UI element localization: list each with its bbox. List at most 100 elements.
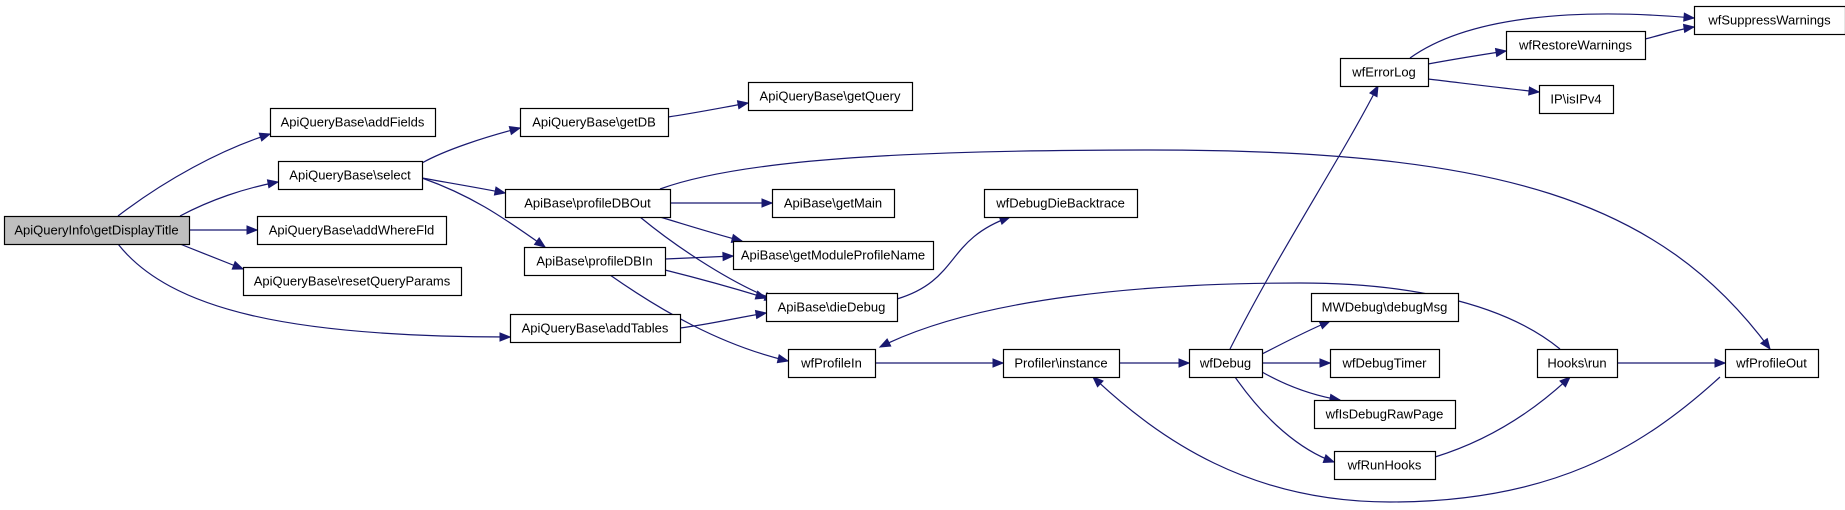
node-wfRunHooks[interactable]: wfRunHooks xyxy=(1333,450,1437,481)
node-box xyxy=(1310,292,1460,323)
node-box xyxy=(256,215,448,246)
edge-line xyxy=(1234,376,1335,463)
edge-root-to-addWhereFld xyxy=(189,225,259,235)
edge-line xyxy=(659,149,1771,350)
node-label: wfIsDebugRawPage xyxy=(1325,407,1444,422)
arrowhead xyxy=(231,260,245,270)
node-label: ApiQueryBase\getQuery xyxy=(760,89,901,104)
node-label: ApiQueryInfo\getDisplayTitle xyxy=(14,223,178,238)
node-addFields[interactable]: ApiQueryBase\addFields xyxy=(269,107,437,138)
node-box xyxy=(1536,348,1619,379)
node-label: wfErrorLog xyxy=(1351,65,1416,80)
node-box xyxy=(1505,30,1647,61)
node-addTables[interactable]: ApiQueryBase\addTables xyxy=(509,313,682,344)
edge-wfRunHooks-to-hooksRun xyxy=(1434,376,1571,458)
node-label: wfDebug xyxy=(1199,356,1251,371)
node-getQuery[interactable]: ApiQueryBase\getQuery xyxy=(747,81,914,112)
node-label: wfProfileIn xyxy=(800,356,862,371)
node-label: ApiQueryBase\select xyxy=(289,168,411,183)
node-wfProfileIn[interactable]: wfProfileIn xyxy=(787,348,877,379)
arrowhead xyxy=(1322,454,1336,463)
node-label: ApiBase\profileDBIn xyxy=(536,254,652,269)
node-dieDebug[interactable]: ApiBase\dieDebug xyxy=(765,292,899,323)
node-wfRestoreWarnings[interactable]: wfRestoreWarnings xyxy=(1505,30,1647,61)
arrowhead xyxy=(1682,23,1696,34)
node-box xyxy=(3,215,191,246)
node-label: wfDebugTimer xyxy=(1341,356,1427,371)
node-box xyxy=(1002,348,1121,379)
edge-select-to-profileDBOut xyxy=(421,177,507,196)
edge-line xyxy=(659,216,743,242)
arrowhead xyxy=(508,126,522,136)
node-getModuleProfileName[interactable]: ApiBase\getModuleProfileName xyxy=(732,240,935,271)
arrowhead xyxy=(754,290,768,300)
node-addWhereFld[interactable]: ApiQueryBase\addWhereFld xyxy=(256,215,448,246)
node-box xyxy=(983,188,1139,219)
node-label: wfSuppressWarnings xyxy=(1707,13,1831,28)
arrowhead xyxy=(1368,84,1379,98)
edge-line xyxy=(421,127,521,164)
node-box xyxy=(269,107,437,138)
edge-root-to-addFields xyxy=(117,132,272,217)
edge-line xyxy=(1434,376,1571,458)
node-wfErrorLog[interactable]: wfErrorLog xyxy=(1339,57,1430,88)
edge-select-to-getDB xyxy=(421,126,522,164)
edge-line xyxy=(117,243,511,338)
node-box xyxy=(787,348,877,379)
edge-line xyxy=(879,282,1561,350)
node-isIPv4[interactable]: IP\isIPv4 xyxy=(1538,84,1615,115)
node-select[interactable]: ApiQueryBase\select xyxy=(277,160,424,191)
node-wfDebugDieBacktrace[interactable]: wfDebugDieBacktrace xyxy=(983,188,1139,219)
node-box xyxy=(523,246,667,277)
node-profileDBOut[interactable]: ApiBase\profileDBOut xyxy=(504,188,672,219)
edge-wfDebug-to-wfRunHooks xyxy=(1234,376,1336,463)
node-wfDebug[interactable]: wfDebug xyxy=(1188,348,1264,379)
edge-line xyxy=(679,312,767,329)
node-label: wfRestoreWarnings xyxy=(1518,38,1632,53)
arrowhead xyxy=(246,225,259,235)
edge-line xyxy=(1229,85,1379,350)
edge-line xyxy=(896,216,1011,300)
edge-select-to-profileDBIn xyxy=(421,177,547,248)
edge-profileDBOut-to-getMain xyxy=(670,198,774,208)
edge-profileDBIn-to-getModuleProfileName xyxy=(664,251,735,262)
node-profilerInstance[interactable]: Profiler\instance xyxy=(1002,348,1121,379)
edge-line xyxy=(1261,371,1341,401)
arrowhead xyxy=(776,353,790,364)
edge-profileDBOut-to-wfProfileOut xyxy=(659,149,1771,351)
node-wfIsDebugRawPage[interactable]: wfIsDebugRawPage xyxy=(1313,399,1457,430)
node-root[interactable]: ApiQueryInfo\getDisplayTitle xyxy=(3,215,191,246)
node-box xyxy=(771,188,896,219)
node-label: Profiler\instance xyxy=(1014,356,1107,371)
node-box xyxy=(504,188,672,219)
edge-wfErrorLog-to-wfSuppressWarnings xyxy=(1409,12,1696,59)
edge-line xyxy=(421,177,546,248)
arrowhead xyxy=(1319,358,1332,368)
node-getDB[interactable]: ApiQueryBase\getDB xyxy=(519,107,670,138)
arrowhead xyxy=(533,237,547,248)
node-getMain[interactable]: ApiBase\getMain xyxy=(771,188,896,219)
edge-profileDBOut-to-getModuleProfileName xyxy=(659,216,744,243)
edge-line xyxy=(179,181,279,217)
node-wfProfileOut[interactable]: wfProfileOut xyxy=(1724,348,1820,379)
node-box xyxy=(1724,348,1820,379)
node-resetQueryParams[interactable]: ApiQueryBase\resetQueryParams xyxy=(242,266,463,297)
edge-line xyxy=(1092,376,1721,503)
edge-wfErrorLog-to-isIPv4 xyxy=(1427,78,1541,96)
node-label: ApiQueryBase\addWhereFld xyxy=(269,223,434,238)
node-wfDebugTimer[interactable]: wfDebugTimer xyxy=(1329,348,1441,379)
edge-root-to-resetQueryParams xyxy=(179,243,245,270)
nodes-layer: ApiQueryInfo\getDisplayTitleApiQueryBase… xyxy=(3,5,1845,481)
arrowhead xyxy=(754,309,768,320)
node-wfSuppressWarnings[interactable]: wfSuppressWarnings xyxy=(1693,5,1845,36)
node-label: ApiBase\dieDebug xyxy=(778,300,886,315)
node-profileDBIn[interactable]: ApiBase\profileDBIn xyxy=(523,246,667,277)
edge-line xyxy=(664,269,767,299)
edge-addTables-to-dieDebug xyxy=(679,309,768,329)
node-mwDebugMsg[interactable]: MWDebug\debugMsg xyxy=(1310,292,1460,323)
arrowhead xyxy=(1714,358,1727,368)
edge-line xyxy=(1427,78,1540,93)
node-box xyxy=(242,266,463,297)
node-hooksRun[interactable]: Hooks\run xyxy=(1536,348,1619,379)
node-label: ApiQueryBase\addTables xyxy=(522,321,669,336)
